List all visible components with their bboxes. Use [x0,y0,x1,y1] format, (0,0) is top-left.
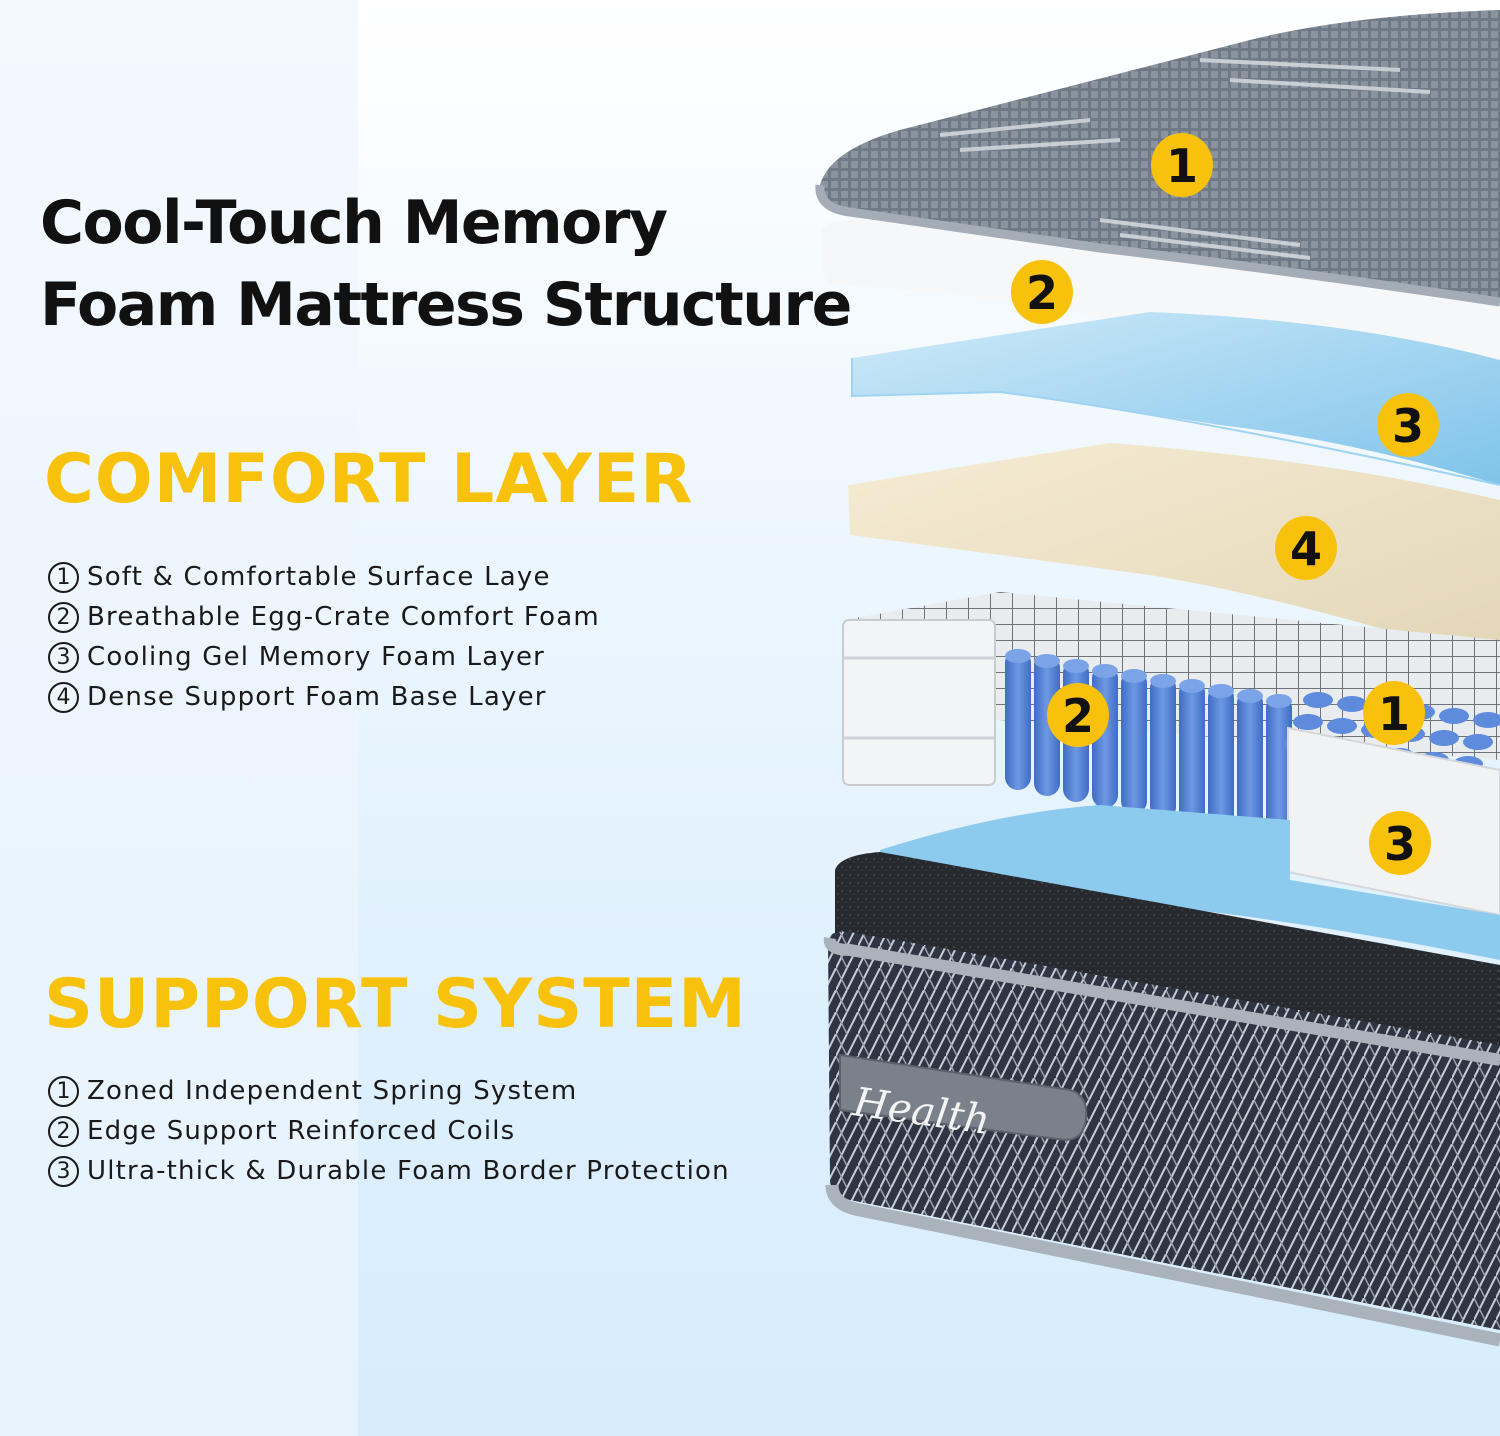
pocket-spring-top [1266,694,1292,708]
circled-number-icon: 1 [48,561,79,593]
pocket-spring-top [1121,669,1147,683]
svg-text:3: 3 [1384,817,1416,871]
pocket-spring-top [1429,730,1459,746]
pocket-spring [1121,670,1147,814]
support-item: 3 Ultra-thick & Durable Foam Border Prote… [48,1151,730,1191]
pocket-spring-top [1150,674,1176,688]
layer-dense-base-foam [848,443,1500,665]
comfort-layer-heading: COMFORT LAYER [44,440,694,519]
callout-support-3: 3 [1369,811,1431,875]
callout-comfort-3: 3 [1377,393,1439,457]
callout-comfort-4: 4 [1275,516,1337,580]
pocket-spring [1237,690,1263,838]
comfort-item-label: Breathable Egg-Crate Comfort Foam [87,602,600,632]
support-item-label: Edge Support Reinforced Coils [87,1116,516,1146]
pocket-spring-top [1179,679,1205,693]
page-title: Cool-Touch Memory Foam Mattress Structur… [40,182,852,346]
pocket-spring [1208,685,1234,832]
pocket-spring-top [1005,649,1031,663]
svg-text:3: 3 [1392,399,1424,453]
mattress-base-body: Health [823,852,1500,1347]
circled-number-icon: 1 [48,1075,79,1107]
callout-comfort-2: 2 [1011,260,1073,324]
comfort-item: 3 Cooling Gel Memory Foam Layer [48,637,600,677]
pocket-spring [1179,680,1205,826]
layer-cooling-gel-foam [851,312,1500,486]
pocket-spring-top [1463,734,1493,750]
spring-system [842,592,1500,844]
svg-text:1: 1 [1166,139,1198,193]
comfort-layer-list: 1 Soft & Comfortable Surface Laye 2 Breath… [48,557,600,717]
edge-coil-block [842,619,996,786]
support-system-heading: SUPPORT SYSTEM [44,965,747,1044]
pocket-spring-top [1337,696,1367,712]
comfort-item: 1 Soft & Comfortable Surface Laye [48,557,600,597]
pocket-spring [1150,675,1176,820]
pocket-spring-top [1303,692,1333,708]
layer-egg-crate-foam [821,219,1500,360]
pocket-spring-top [1092,664,1118,678]
support-item: 1 Zoned Independent Spring System [48,1071,730,1111]
circled-number-icon: 3 [48,1155,79,1187]
svg-text:2: 2 [1062,689,1094,743]
comfort-item-label: Soft & Comfortable Surface Laye [87,562,551,592]
pocket-spring-top [1293,714,1323,730]
comfort-item-label: Cooling Gel Memory Foam Layer [87,642,546,672]
title-line-2: Foam Mattress Structure [40,270,852,340]
support-item-label: Ultra-thick & Durable Foam Border Protec… [87,1156,730,1186]
pocket-spring [1034,655,1060,796]
pocket-spring-top [1208,684,1234,698]
pocket-spring-top [1439,708,1469,724]
comfort-item: 4 Dense Support Foam Base Layer [48,677,600,717]
base-gel-layer [880,805,1500,960]
title-line-1: Cool-Touch Memory [40,188,668,258]
callout-support-2: 2 [1047,683,1109,747]
circled-number-icon: 2 [48,1115,79,1147]
svg-text:2: 2 [1026,266,1058,320]
pocket-spring-top [1063,659,1089,673]
pocket-spring-top [1237,689,1263,703]
pocket-spring [1266,695,1292,844]
brand-label-patch: Health [839,1053,1088,1144]
callout-comfort-1: 1 [1151,133,1213,197]
pocket-spring-top [1034,654,1060,668]
left-background-panel [0,0,358,1436]
support-item-label: Zoned Independent Spring System [87,1076,578,1106]
callout-support-1: 1 [1363,681,1425,745]
circled-number-icon: 2 [48,601,79,633]
comfort-item-label: Dense Support Foam Base Layer [87,682,547,712]
svg-text:1: 1 [1378,687,1410,741]
svg-text:4: 4 [1290,522,1322,576]
pocket-spring-top [1473,712,1500,728]
pocket-spring-top [1327,718,1357,734]
circled-number-icon: 4 [48,681,79,713]
support-system-list: 1 Zoned Independent Spring System 2 Edge S… [48,1071,730,1191]
pocket-spring [1005,650,1031,790]
circled-number-icon: 3 [48,641,79,673]
comfort-item: 2 Breathable Egg-Crate Comfort Foam [48,597,600,637]
support-item: 2 Edge Support Reinforced Coils [48,1111,730,1151]
